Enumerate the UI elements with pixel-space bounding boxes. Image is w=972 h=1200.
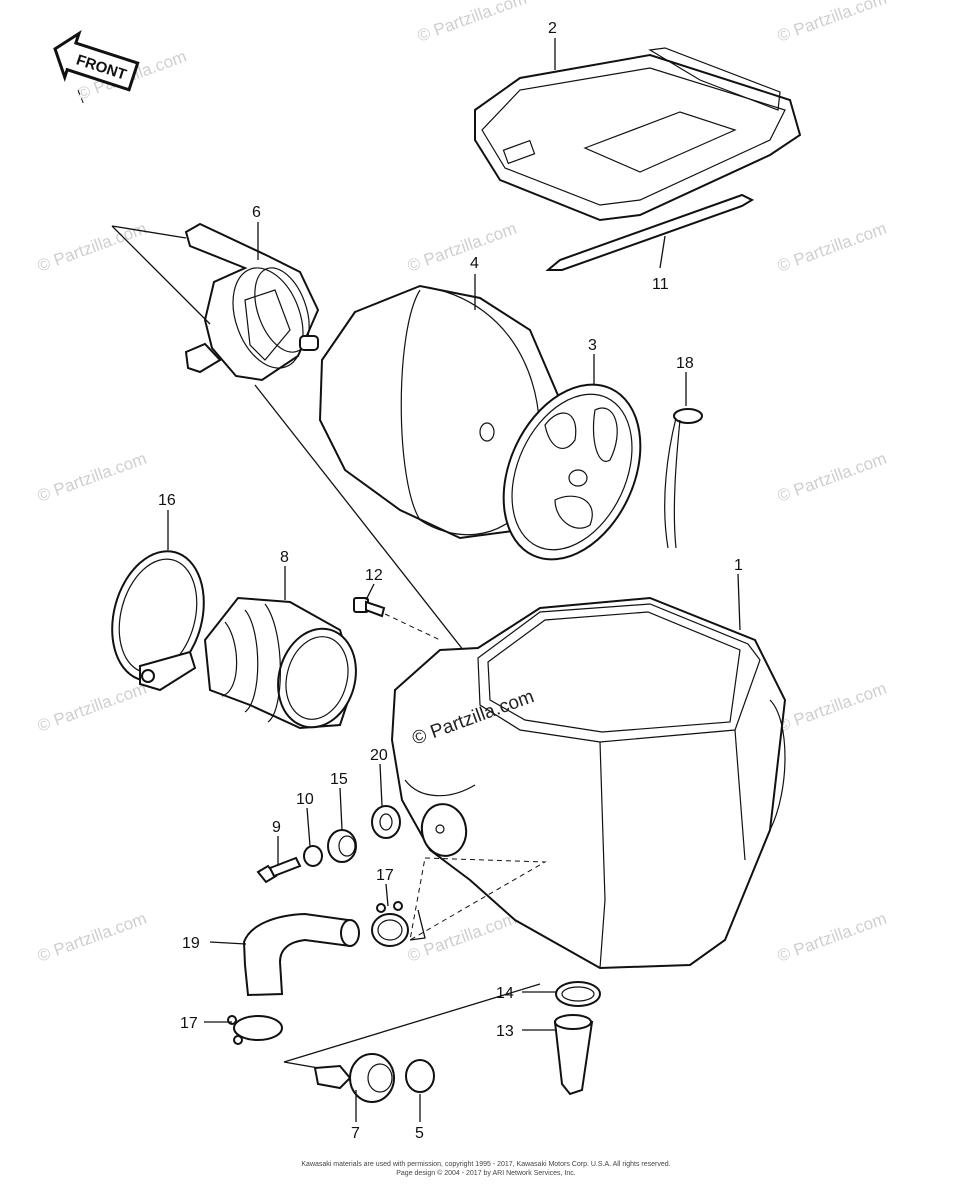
watermark: © Partzilla.com [775,909,889,966]
drain-cup-13 [553,1014,594,1096]
part-labels: 2 11 6 4 3 18 16 8 12 1 20 15 10 9 17 19… [158,20,743,1142]
clamp-band [111,550,205,692]
label-part-17-lower: 17 [180,1015,198,1032]
watermark: © Partzilla.com [775,219,889,276]
grommet-20 [371,805,401,839]
footer-line-2: Page design © 2004 - 2017 by ARI Network… [396,1169,576,1177]
hose-clamp-upper [371,901,409,947]
guide-lines [409,909,426,941]
label-part-4: 4 [470,255,479,272]
leader-line [111,225,211,325]
label-part-11: 11 [652,276,669,293]
washer-10 [303,845,323,867]
watermark: © Partzilla.com [775,449,889,506]
breather-assembly [184,222,320,382]
label-part-9: 9 [272,819,281,836]
watermark: © Partzilla.com [775,0,889,46]
drain-plug [313,1053,395,1103]
label-part-20: 20 [370,747,388,764]
bolt-9 [256,856,302,884]
label-part-15: 15 [330,771,348,788]
drain-cap [405,1059,435,1093]
leader-line [254,384,476,666]
leader-line [111,225,187,239]
footer-line-1: Kawasaki materials are used with permiss… [301,1161,670,1168]
cable-tie [664,408,703,549]
label-part-18: 18 [676,355,694,372]
leader-line [283,983,541,1063]
label-part-5: 5 [415,1125,424,1142]
bolt-12 [353,597,386,618]
label-part-1: 1 [734,557,743,574]
air-box-cover [474,47,802,222]
intake-boot [203,596,357,730]
watermark: © Partzilla.com [35,679,149,736]
label-part-8: 8 [280,549,289,566]
label-part-2: 2 [548,20,557,37]
filter-frame [502,383,642,561]
air-box-housing [390,596,787,970]
footer-copyright: Kawasaki materials are used with permiss… [301,1161,670,1177]
label-part-14: 14 [496,985,514,1002]
label-part-13: 13 [496,1023,514,1040]
front-leader [77,89,85,106]
label-part-17-upper: 17 [376,867,394,884]
watermark: © Partzilla.com [405,219,519,276]
o-ring-14 [555,981,601,1007]
label-part-16: 16 [158,492,176,509]
drain-hose [242,912,360,997]
label-part-3: 3 [588,337,597,354]
callout-leaders [167,38,741,1122]
collar-15 [327,829,357,863]
watermark: © Partzilla.com [415,0,529,46]
label-part-6: 6 [252,204,261,221]
watermark: © Partzilla.com [775,679,889,736]
watermark: © Partzilla.com [405,909,519,966]
cover-rod [545,193,755,271]
leader-line [384,613,441,641]
guide-lines [409,857,547,941]
label-part-19: 19 [182,935,200,952]
watermark: © Partzilla.com [35,219,149,276]
label-part-10: 10 [296,791,314,808]
label-part-7: 7 [351,1125,360,1142]
watermark: © Partzilla.com [35,909,149,966]
hose-clamp-lower [227,1015,283,1045]
watermark: © Partzilla.com [35,449,149,506]
label-part-12: 12 [365,567,383,584]
